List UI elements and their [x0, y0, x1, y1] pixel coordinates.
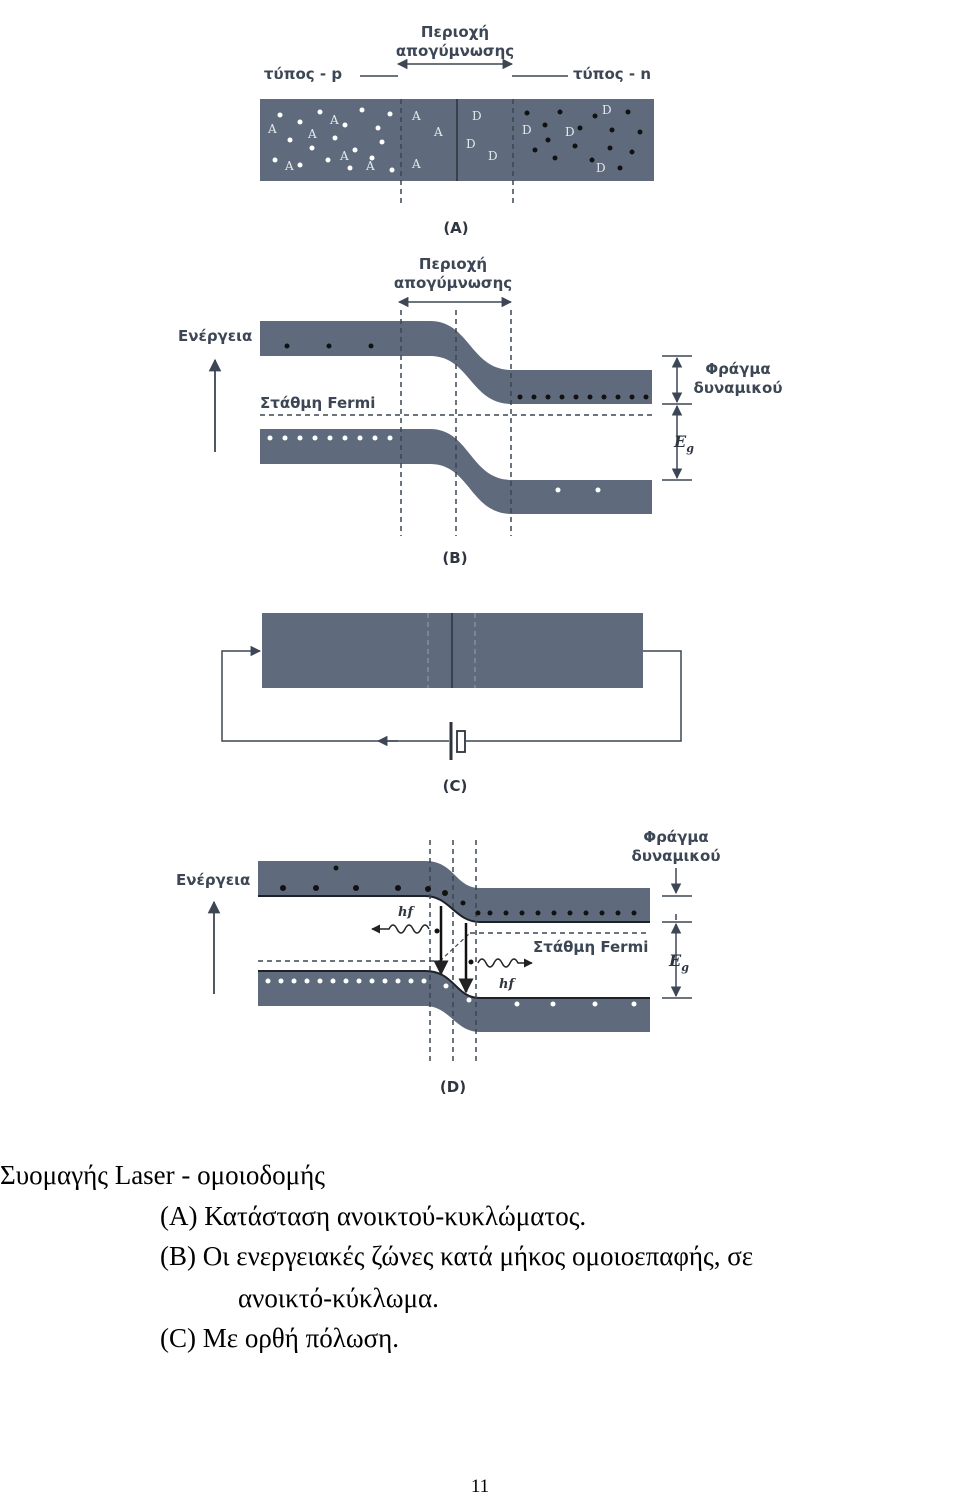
depletion-label-b-line1: Περιοχή — [419, 255, 487, 273]
energy-label-b: Ενέργεια — [178, 327, 252, 345]
circuit-wire-left — [221, 645, 449, 742]
conduction-electrons-d — [280, 865, 637, 965]
svg-text:D: D — [565, 125, 575, 139]
caption-line-c: (C) Με ορθή πόλωση. — [160, 1323, 400, 1353]
battery-short-plate — [456, 730, 466, 753]
svg-text:D: D — [602, 103, 612, 117]
donor-ions-a: D D D D D D D — [466, 103, 612, 175]
svg-text:A: A — [339, 149, 349, 163]
p-type-label: τύπος - p — [264, 65, 342, 83]
conduction-band-d — [258, 861, 650, 922]
caption-title: Συομαγής Laser - ομοιοδομής — [0, 1160, 325, 1190]
page-number: 11 — [470, 1476, 490, 1497]
circuit-wire-right — [466, 650, 682, 742]
n-type-label: τύπος - n — [573, 65, 651, 83]
svg-text:D: D — [522, 123, 532, 137]
photon-label-left: hf — [398, 905, 415, 920]
svg-text:D: D — [472, 109, 482, 123]
barrier-label-b-line2: δυναμικού — [694, 379, 783, 397]
panel-a-label: (A) — [443, 219, 468, 237]
photon-label-right: hf — [499, 977, 516, 992]
barrier-label-b-line1: Φράγμα — [705, 360, 770, 378]
fermi-label-d: Στάθμη Fermi — [533, 938, 648, 956]
panel-d-label: (D) — [440, 1078, 466, 1096]
svg-text:D: D — [488, 149, 498, 163]
valence-holes-b — [267, 435, 601, 493]
panel-b: Περιοχή απογύμνωσης Ενέργεια Στάθμη Ferm… — [178, 255, 782, 567]
laser-homojunction-figure: Περιοχή απογύμνωσης τύπος - p τύπος - n … — [176, 23, 782, 1096]
panel-d: Ενέργεια Στάθμη Fermi — [176, 828, 720, 1096]
valence-band-edge-d — [258, 970, 650, 999]
panel-b-label: (B) — [442, 549, 467, 567]
conduction-band-edge-d — [258, 895, 650, 923]
panel-a: Περιοχή απογύμνωσης τύπος - p τύπος - n … — [260, 23, 654, 237]
energy-label-d: Ενέργεια — [176, 871, 250, 889]
gap-symbol-d: Eg — [668, 951, 689, 974]
fermi-label-b: Στάθμη Fermi — [260, 394, 375, 412]
svg-text:A: A — [307, 127, 317, 141]
valence-band-b — [260, 429, 652, 514]
panel-c-label: (C) — [443, 777, 468, 795]
conduction-electrons-b — [284, 343, 649, 400]
p-region-holes — [272, 107, 395, 173]
svg-text:A: A — [365, 159, 375, 173]
caption-line-b-cont: ανοικτό-κύκλωμα. — [238, 1283, 439, 1313]
svg-text:A: A — [329, 113, 339, 127]
conduction-band-b — [260, 321, 652, 404]
svg-text:D: D — [466, 137, 476, 151]
svg-text:A: A — [411, 157, 421, 171]
barrier-label-d-line1: Φράγμα — [643, 828, 708, 846]
depletion-label-a-line2: απογύμνωσης — [396, 42, 514, 60]
caption-line-b: (B) Οι ενεργειακές ζώνες κατά μήκος ομοι… — [160, 1241, 754, 1271]
valence-band-d — [258, 971, 650, 1032]
svg-text:A: A — [284, 159, 294, 173]
caption-line-a: (A) Κατάσταση ανοικτού-κυκλώματος. — [160, 1201, 587, 1231]
depletion-label-a-line1: Περιοχή — [421, 23, 489, 41]
emitted-photon-right — [477, 958, 533, 968]
svg-text:A: A — [411, 109, 421, 123]
svg-text:A: A — [267, 122, 277, 136]
emitted-photon-left — [371, 924, 430, 934]
svg-text:A: A — [433, 125, 443, 139]
panel-c: (C) — [221, 613, 682, 795]
valence-holes-d — [265, 978, 637, 1007]
depletion-label-b-line2: απογύμνωσης — [394, 274, 512, 292]
acceptor-ions-a: A A A A A A A A A — [267, 109, 443, 173]
svg-text:D: D — [596, 161, 606, 175]
barrier-label-d-line2: δυναμικού — [632, 847, 721, 865]
gap-symbol-b: Eg — [673, 432, 694, 455]
n-region-electrons — [524, 109, 643, 171]
